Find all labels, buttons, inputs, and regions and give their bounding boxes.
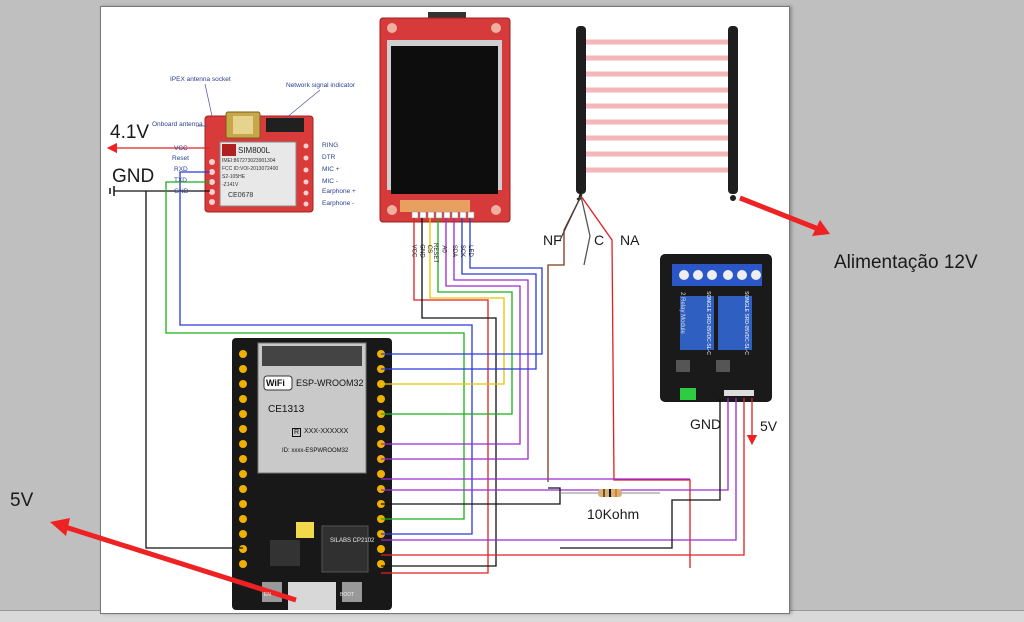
esp32-board [232, 338, 392, 610]
ground-symbol [109, 186, 115, 196]
sim-chip-line-5: CE0678 [228, 192, 254, 199]
sim-chip-line-4: -Z141V [222, 182, 239, 188]
esp-wifi-logo: WiFi [266, 378, 285, 388]
sim-pin-vcc: VCC [174, 145, 188, 152]
label-4v1: 4.1V [110, 122, 150, 143]
label-na: NA [620, 232, 640, 248]
callout-network: Network signal indicator [286, 82, 356, 89]
wires [106, 142, 758, 574]
tft-pin-sda: SDA [451, 244, 458, 258]
sim-chip-line-2: FCC ID:VOI-2013072400 [222, 166, 279, 172]
label-5v-relay: 5V [760, 418, 778, 434]
sim-chip-line-3: S2-105HE [222, 174, 246, 180]
esp-boot-label: BOOT [340, 592, 355, 598]
callout-ipex: IPEX antenna socket [170, 76, 231, 83]
sim-pin-mic-minus: MIC - [322, 178, 338, 185]
relay-1-text: SONGLE SRD-05VDC-SL-C [704, 291, 711, 355]
light-barrier-sensor [576, 26, 738, 201]
sensor-wires [547, 195, 691, 568]
label-nf: NF [543, 232, 562, 248]
sim-chip-line-1: IMEI:867273023901304 [222, 158, 276, 164]
sim-pin-txd: TXD [174, 177, 187, 184]
label-gnd-left: GND [112, 166, 155, 187]
esp-ce-mark: CE1313 [268, 404, 305, 415]
sim-pin-rxd: RXD [174, 166, 188, 173]
sim-pin-dtr: DTR [322, 154, 336, 161]
sim-pin-mic-plus: MIC + [322, 166, 340, 173]
tft-pin-gnd: GND [418, 244, 425, 258]
tft-pin-led: LED [466, 245, 473, 257]
sim800l-module [196, 83, 321, 213]
arrow-5v [61, 523, 297, 603]
tft-pin-sck: SCK [459, 244, 466, 258]
label-resistor: 10Kohm [587, 506, 640, 522]
esp-module-name: ESP-WROOM32 [296, 378, 364, 388]
callout-onboard: Onboard antenna [152, 121, 203, 128]
esp-r-code: XXX-XXXXXX [304, 428, 349, 435]
sim-pin-earphone-minus: Earphone - [322, 200, 355, 207]
label-gnd-relay: GND [690, 416, 722, 432]
sim-pin-ring: RING [322, 142, 339, 149]
tft-display [379, 12, 511, 223]
resistor-10k [560, 489, 660, 497]
relay-module [660, 254, 772, 402]
tft-pin-a0: A0 [440, 245, 447, 253]
tft-pin-reset: RESET [432, 242, 439, 264]
tft-pin-vcc: VCC [410, 244, 417, 258]
esp-fc-id: ID: xxxx-ESPWROOM32 [282, 448, 349, 454]
sim-pin-reset: Reset [172, 155, 189, 162]
relay-board-title: 2 Relay Module [678, 292, 685, 334]
relay-2-text: SONGLE SRD-05VDC-SL-C [742, 291, 749, 355]
esp-usb-chip: SILABS CP2102 [330, 538, 375, 544]
sim-pin-earphone-plus: Earphone + [322, 188, 356, 195]
label-5v-left: 5V [10, 490, 34, 511]
sim-pin-gnd: GND [174, 188, 189, 195]
label-c: C [594, 232, 605, 248]
label-power-12v: Alimentação 12V [834, 252, 978, 273]
sim800l-title: SIM800L [238, 146, 271, 155]
esp-r-mark: R [292, 428, 302, 437]
esp-en-label: EN [264, 592, 271, 598]
arrow-12v [739, 195, 827, 235]
